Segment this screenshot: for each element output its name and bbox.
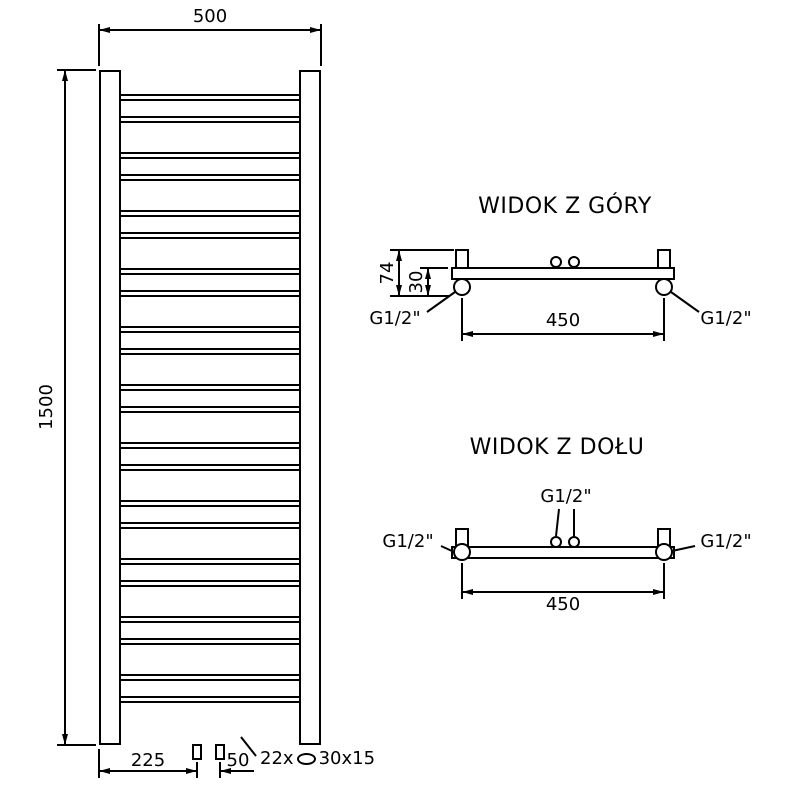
- center-connection: [550, 256, 562, 268]
- top-view-thread-right-label: G1/2": [700, 308, 752, 329]
- side-connection: [453, 543, 471, 561]
- center-connection: [550, 536, 562, 548]
- bottom-view-thread-center-label: G1/2": [540, 486, 592, 507]
- rung: [119, 696, 301, 703]
- side-connection: [655, 278, 673, 296]
- rung: [119, 406, 301, 413]
- bottom-view-thread-left-label: G1/2": [382, 531, 434, 552]
- top-view-drawing: [390, 249, 700, 341]
- rung: [119, 174, 301, 181]
- wall-bracket: [455, 249, 469, 269]
- bottom-rail-bar: [451, 546, 675, 559]
- rung: [119, 348, 301, 355]
- rung: [119, 290, 301, 297]
- leader-line-rung-note: [240, 736, 257, 757]
- bottom-view-450-label: 450: [545, 594, 581, 615]
- center-connection: [568, 536, 580, 548]
- rung: [119, 232, 301, 239]
- bottom-view-drawing: [440, 508, 696, 599]
- rung: [119, 500, 301, 507]
- bottom-connection-stub: [192, 744, 202, 760]
- rung-note: 22x 30x15: [260, 750, 375, 768]
- rung: [119, 442, 301, 449]
- top-view-thread-left-label: G1/2": [369, 308, 421, 329]
- wall-bracket: [657, 249, 671, 269]
- dim-bottom-left-label: 225: [130, 750, 166, 771]
- rung: [119, 616, 301, 623]
- leader-line-thread-right: [671, 545, 696, 552]
- rung: [119, 152, 301, 159]
- rung: [119, 94, 301, 101]
- rung-count-label: 22x: [260, 748, 294, 769]
- rung: [119, 580, 301, 587]
- rung: [119, 558, 301, 565]
- rung: [119, 116, 301, 123]
- bottom-connection-stub: [215, 744, 225, 760]
- rung-profile-label: 30x15: [318, 748, 376, 769]
- side-connection: [453, 278, 471, 296]
- oval-profile-icon: [296, 753, 316, 765]
- rung: [119, 326, 301, 333]
- bottom-view-thread-right-label: G1/2": [700, 531, 752, 552]
- side-connection: [655, 543, 673, 561]
- radiator-rungs: [119, 70, 301, 745]
- radiator-right-rail: [299, 70, 321, 745]
- rung: [119, 638, 301, 645]
- front-view-dimensions: [57, 24, 322, 778]
- leader-line-thread-right: [670, 291, 700, 313]
- rung: [119, 464, 301, 471]
- leader-line-thread-center: [555, 508, 560, 537]
- leader-line-thread-left: [440, 545, 453, 552]
- rung: [119, 522, 301, 529]
- leader-line-thread-left: [426, 291, 456, 313]
- rung: [119, 268, 301, 275]
- bottom-view-title: WIDOK Z DOŁU: [469, 435, 645, 460]
- top-view-title: WIDOK Z GÓRY: [478, 194, 652, 219]
- dim-bottom-center-label: 50: [226, 750, 250, 771]
- radiator-left-rail: [99, 70, 121, 745]
- center-connection: [568, 256, 580, 268]
- top-rail-bar: [451, 267, 675, 280]
- rung: [119, 384, 301, 391]
- top-view-450-label: 450: [545, 310, 581, 331]
- dim-width-label: 500: [192, 6, 228, 27]
- rung: [119, 674, 301, 681]
- rung: [119, 210, 301, 217]
